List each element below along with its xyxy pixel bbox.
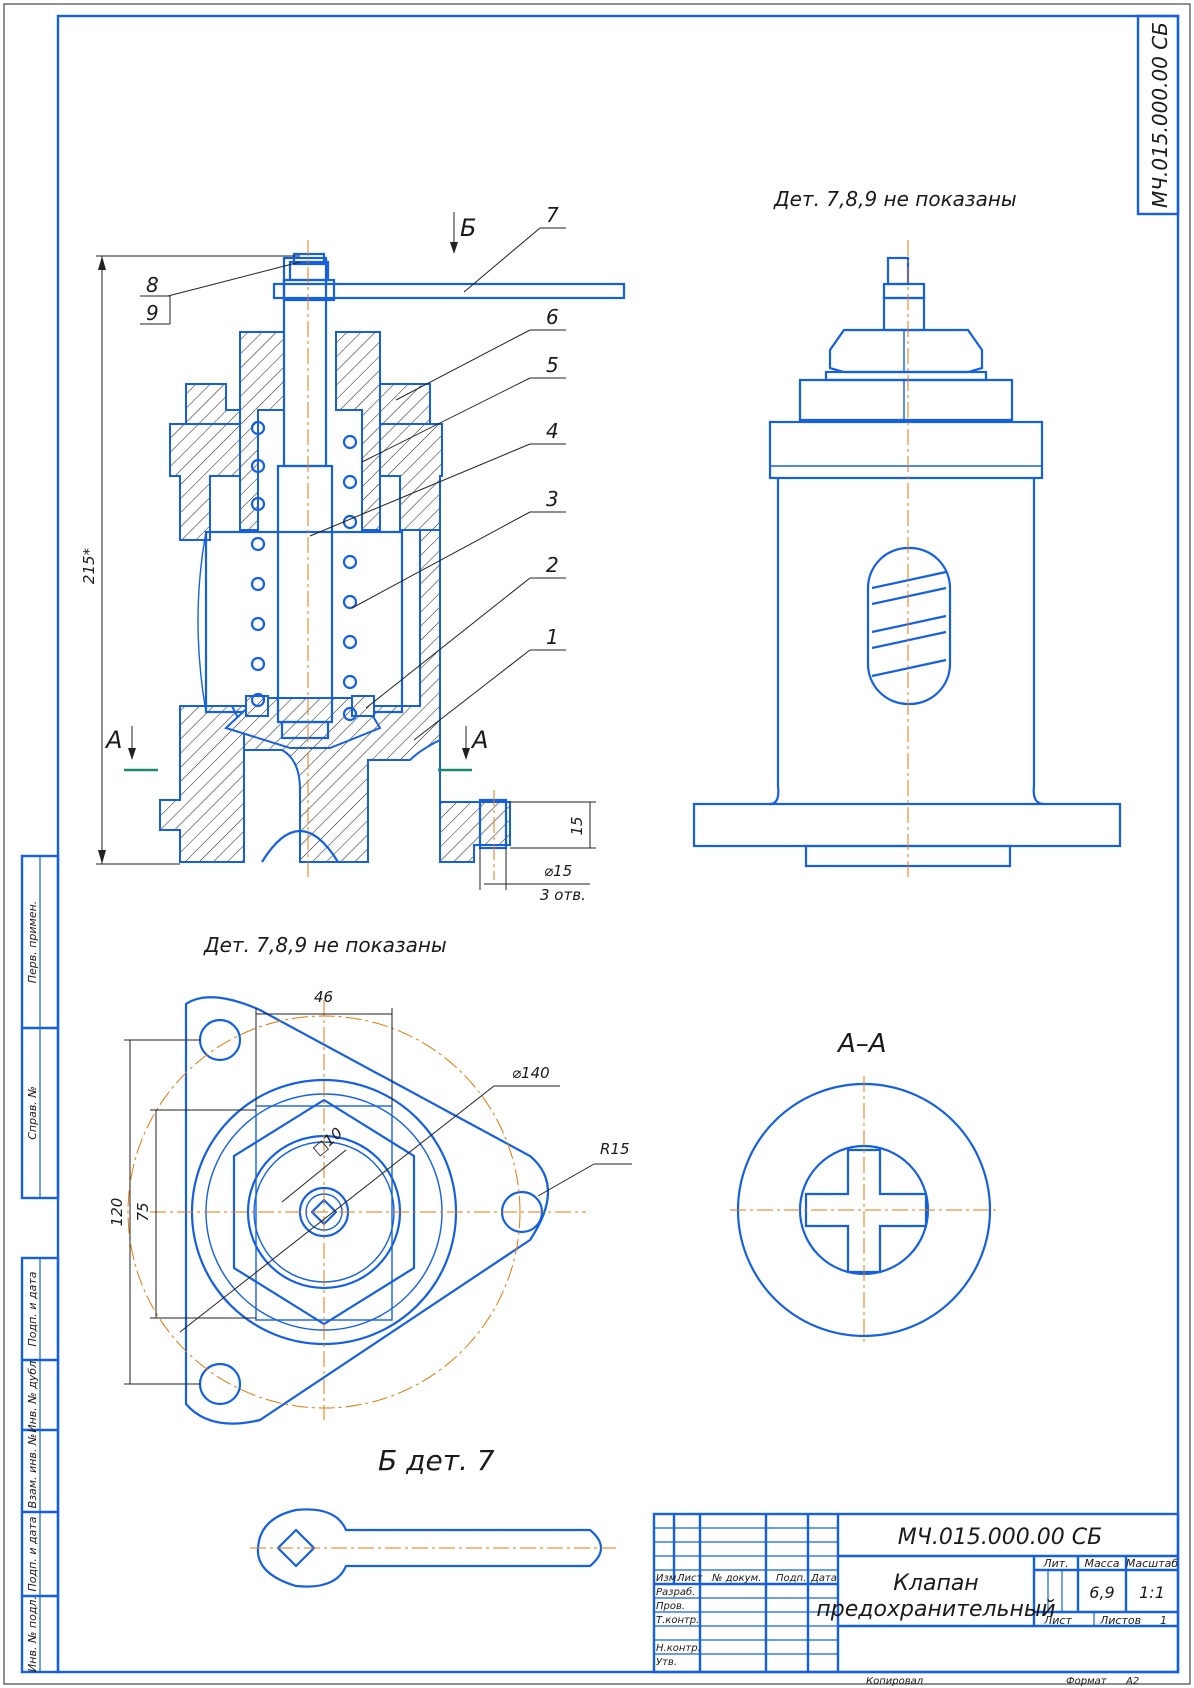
- label-scale: Масштаб: [1126, 1557, 1178, 1570]
- label-sheets: Листов: [1099, 1614, 1141, 1627]
- section-mark-a-right: А: [470, 726, 488, 754]
- title-designation: МЧ.015.000.00 СБ: [898, 1525, 1102, 1550]
- col-sign: Подп.: [776, 1573, 806, 1584]
- col-izm: Изм.: [656, 1573, 680, 1584]
- label-format: Формат: [1066, 1676, 1108, 1687]
- dim-hole-dia: ⌀15: [544, 862, 572, 880]
- label-copied: Копировал: [866, 1676, 924, 1687]
- dim-overall-height: 215*: [80, 547, 98, 584]
- top-stamp-designation: МЧ.015.000.00 СБ: [1148, 22, 1172, 208]
- stem-part-4: [276, 464, 334, 724]
- dim-h120: 120: [108, 1198, 126, 1227]
- dim-width-46: 46: [314, 988, 333, 1006]
- title-name-line2: предохранительный: [816, 1597, 1055, 1622]
- triangular-flange: [184, 996, 549, 1425]
- body-part-1: [179, 529, 511, 863]
- dim-h75: 75: [134, 1202, 152, 1221]
- section-mark-a-left: А: [104, 726, 122, 754]
- callout-2: 2: [546, 553, 559, 577]
- callout-1: 1: [546, 625, 559, 649]
- note-details-not-shown-right: Дет. 7,8,9 не показаны: [773, 187, 1017, 211]
- section-aa-cross: [804, 1148, 928, 1274]
- front-section-view: [159, 240, 626, 880]
- col-doc: № докум.: [711, 1573, 761, 1584]
- body-right-wall: [379, 423, 443, 531]
- title-block: МЧ.015.000.00 СБ Клапан предохранительны…: [652, 1512, 1180, 1687]
- row-razrab: Разраб.: [656, 1586, 695, 1598]
- section-aa: А–А: [730, 1029, 1000, 1344]
- side-window: [866, 546, 952, 706]
- label-sheet: Лист: [1043, 1614, 1072, 1627]
- dim-sq10: □10: [309, 1124, 346, 1159]
- label-lit: Лит.: [1042, 1557, 1068, 1570]
- stamp-vzam-inv: Взам. инв. №: [26, 1434, 39, 1509]
- dim-dia-140: ⌀140: [512, 1064, 550, 1082]
- dim-holes-count: 3 отв.: [540, 886, 586, 904]
- stamp-inv-dubl: Инв. № дубл.: [26, 1357, 39, 1432]
- spring-cavity: [204, 530, 404, 714]
- callout-9: 9: [146, 301, 159, 325]
- callout-4: 4: [546, 419, 559, 443]
- stamp-podp-data-2: Подп. и дата: [26, 1516, 39, 1591]
- stamp-sprav: Справ. №: [26, 1086, 39, 1140]
- callout-6: 6: [546, 305, 559, 329]
- stamp-inv-podl: Инв. № подл.: [26, 1596, 39, 1672]
- sheet-trim: [3, 3, 1191, 1685]
- label-mass: Масса: [1084, 1557, 1119, 1570]
- view-b-handle: Б дет. 7: [250, 1444, 616, 1588]
- section-mark-b-top: Б: [460, 214, 476, 242]
- row-prov: Пров.: [656, 1601, 685, 1612]
- col-list: Лист: [676, 1573, 704, 1584]
- value-sheets: 1: [1160, 1614, 1167, 1627]
- section-aa-label: А–А: [836, 1029, 887, 1059]
- row-nkontr: Н.контр.: [656, 1643, 701, 1654]
- callout-8: 8: [146, 273, 159, 297]
- top-view: Дет. 7,8,9 не показаны 46 ⌀140 R15: [108, 933, 632, 1425]
- value-mass: 6,9: [1089, 1583, 1114, 1602]
- note-details-not-shown-bottom: Дет. 7,8,9 не показаны: [203, 933, 447, 957]
- callout-3: 3: [546, 487, 559, 511]
- body-left-wall: [169, 423, 241, 541]
- left-side-stamps: Перв. примен. Справ. № Подп. и дата Инв.…: [20, 854, 60, 1674]
- stamp-podp-data-1: Подп. и дата: [26, 1271, 39, 1346]
- callout-5: 5: [546, 353, 559, 377]
- handle-part-7: [272, 282, 626, 300]
- top-right-stamp: МЧ.015.000.00 СБ: [1136, 14, 1180, 216]
- value-scale: 1:1: [1139, 1583, 1165, 1602]
- callout-7: 7: [546, 203, 559, 227]
- dim-r15: R15: [600, 1140, 630, 1158]
- stamp-perv-primen: Перв. примен.: [26, 901, 39, 984]
- front-dimensions: 215* 15 ⌀15 3 отв. А А Б 7 6 5 4 3: [80, 203, 596, 904]
- handle-plan: [256, 1508, 603, 1588]
- value-format: А2: [1125, 1676, 1139, 1687]
- row-tkontr: Т.контр.: [656, 1615, 699, 1626]
- dim-flange-thk: 15: [568, 816, 586, 835]
- col-date: Дата: [810, 1573, 837, 1584]
- upper-bushing: [239, 331, 381, 531]
- view-b-label: Б дет. 7: [378, 1444, 495, 1477]
- row-utv: Утв.: [656, 1657, 677, 1668]
- title-name-line1: Клапан: [893, 1571, 978, 1596]
- drawing-frame: [56, 14, 1180, 1674]
- side-view: Дет. 7,8,9 не показаны: [692, 187, 1122, 880]
